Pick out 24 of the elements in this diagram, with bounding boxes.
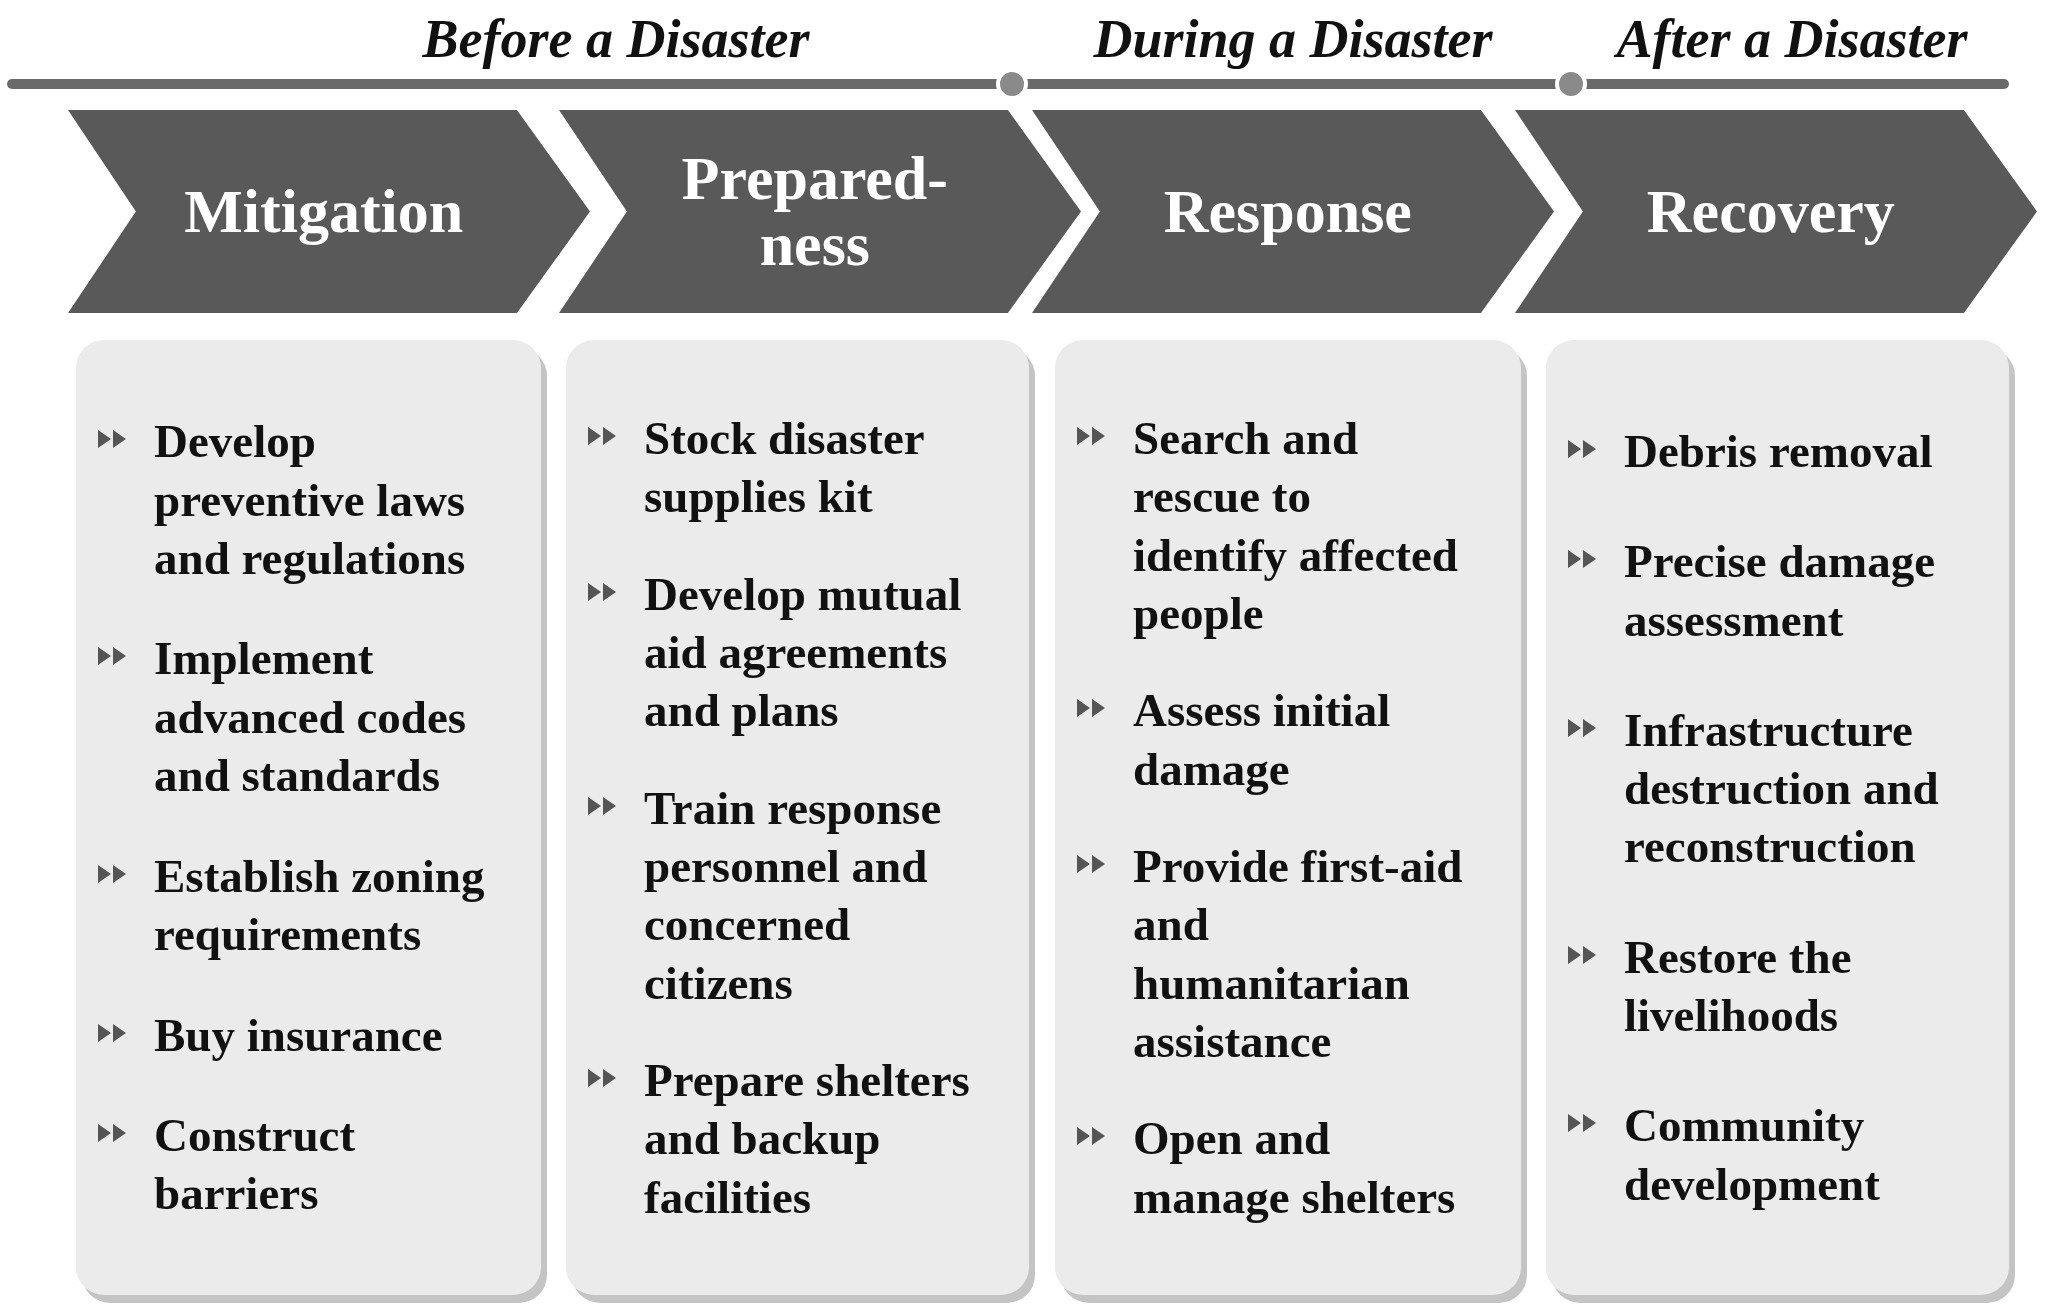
stage-title: Mitigation	[184, 178, 464, 245]
list-item-text: Open and manage shelters	[1133, 1111, 1457, 1225]
list-item-text: Stock disaster supplies kit	[644, 411, 925, 525]
list-item-text: Develop preventive laws and regulations	[154, 414, 467, 586]
list-item-text: Restore the livelihoods	[1624, 929, 1853, 1044]
stage-title: Prepared- ness	[680, 146, 949, 277]
list-item-text: Implement advanced codes and standards	[154, 631, 468, 803]
stage-title: Response	[1163, 178, 1412, 245]
list-item-text: Prepare shelters and backup facilities	[644, 1053, 971, 1225]
list-item-text: Search and rescue to identify affected people	[1133, 411, 1459, 641]
list-item-text: Infrastructure destruction and reconstruction	[1624, 702, 1940, 875]
phase-heading: Before a Disaster	[422, 8, 810, 70]
list-item-text: Precise damage assessment	[1624, 534, 1937, 648]
list-item-text: Assess initial damage	[1133, 683, 1392, 797]
list-item-text: Train response personnel and concerned citizens	[644, 780, 943, 1011]
phase-heading: During a Disaster	[1093, 8, 1493, 70]
list-item-text: Develop mutual aid agreements and plans	[644, 566, 963, 739]
list-item-text: Community development	[1624, 1098, 1881, 1212]
list-item-text: Debris removal	[1624, 424, 1933, 480]
list-item-text: Provide first-aid and humanitarian assistance	[1133, 839, 1464, 1069]
list-item-text: Establish zoning requirements	[154, 848, 486, 962]
list-item-text: Construct barriers	[154, 1108, 357, 1222]
stage-title: Recovery	[1646, 178, 1895, 245]
list-item-text: Buy insurance	[154, 1007, 443, 1063]
